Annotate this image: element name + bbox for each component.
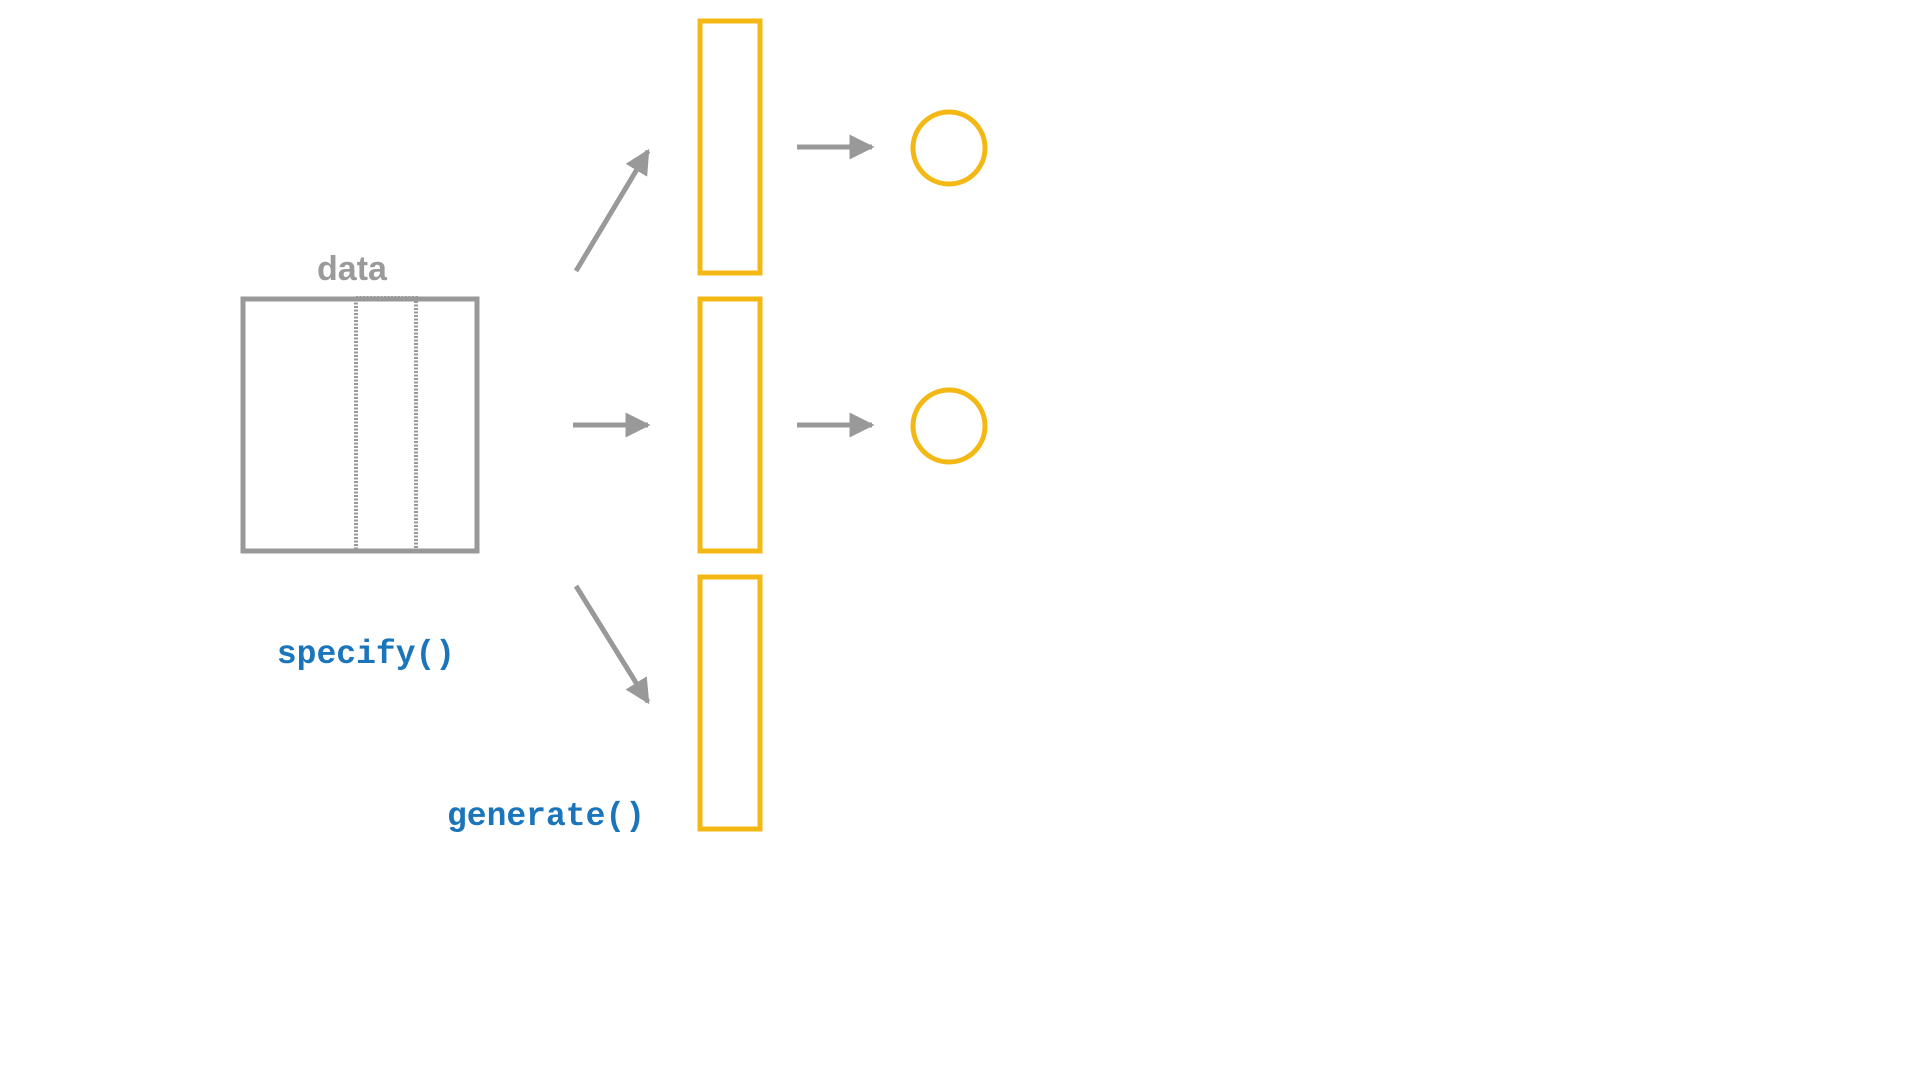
- calculate-arrows: [797, 134, 875, 438]
- generate-arrows: [573, 148, 651, 705]
- data-table: [240, 296, 480, 554]
- generated-sample-2: [697, 296, 763, 554]
- statistic-circle-1: [910, 109, 988, 187]
- generated-samples: [697, 18, 763, 832]
- specify-label: specify(): [277, 636, 455, 673]
- data-table-outline: [240, 296, 480, 554]
- data-label: data: [317, 250, 388, 288]
- generate-label: generate(): [447, 798, 645, 835]
- selected-column: [354, 296, 418, 553]
- generated-sample-3: [697, 574, 763, 832]
- arrow-to-sample-3: [573, 584, 651, 705]
- statistic-circle-2: [910, 387, 988, 465]
- generated-sample-1: [697, 18, 763, 276]
- summary-statistics: [910, 109, 988, 465]
- arrow-to-sample-1: [573, 148, 651, 273]
